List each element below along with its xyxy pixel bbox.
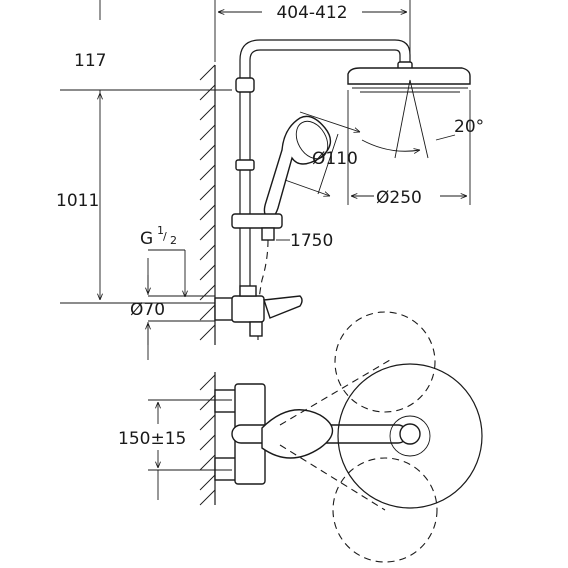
wall-lower bbox=[199, 372, 216, 506]
label-thread-slash: / bbox=[163, 230, 167, 243]
shower-riser bbox=[235, 39, 411, 300]
label-arm-length: 404-412 bbox=[276, 3, 347, 23]
hand-shower bbox=[263, 115, 332, 219]
label-thread-numerator: 1 bbox=[157, 224, 164, 237]
dim-hand-shower-dia bbox=[284, 111, 360, 196]
dim-thread bbox=[148, 249, 185, 297]
handle-dashed-upper bbox=[334, 311, 436, 413]
label-hand-shower-dia: Ø110 bbox=[312, 149, 358, 169]
dim-arm-length bbox=[214, 0, 411, 62]
handle-inner bbox=[389, 415, 431, 457]
label-thread: G bbox=[140, 229, 153, 249]
label-top-offset: 117 bbox=[74, 51, 106, 71]
label-center-distance: 150±15 bbox=[118, 429, 186, 449]
dim-tilt-angle bbox=[361, 79, 456, 159]
hand-shower-holder bbox=[231, 213, 283, 241]
dim-wall-distance bbox=[148, 258, 215, 360]
handle-solid bbox=[337, 363, 483, 509]
label-hose-length: 1750 bbox=[290, 231, 333, 251]
swing-line-upper bbox=[279, 359, 391, 426]
dim-center-distance bbox=[148, 399, 232, 500]
dim-total-height bbox=[60, 93, 215, 304]
upper-thermostat-mixer bbox=[214, 285, 303, 337]
handle-dashed-lower bbox=[332, 457, 438, 563]
dim-head-shower-dia bbox=[347, 90, 471, 205]
label-thread-denominator: 2 bbox=[170, 234, 177, 247]
head-shower bbox=[347, 61, 471, 93]
label-wall-distance: Ø70 bbox=[130, 300, 165, 320]
label-head-shower-dia: Ø250 bbox=[376, 188, 422, 208]
lower-mixer-plan bbox=[214, 383, 421, 485]
dim-top-offset bbox=[60, 0, 232, 95]
label-tilt-angle: 20° bbox=[454, 117, 484, 137]
label-total-height: 1011 bbox=[56, 191, 99, 211]
swing-line-lower bbox=[279, 444, 386, 511]
